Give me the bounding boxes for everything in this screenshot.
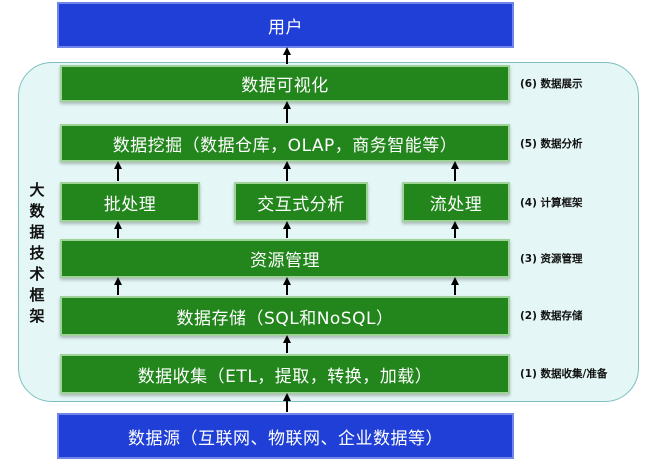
- layer-label-6: (6) 数据展示: [520, 78, 583, 90]
- users-box: 用户: [57, 2, 514, 48]
- data-source-box: 数据源（互联网、物联网、企业数据等）: [57, 413, 514, 459]
- layer-label-1: (1) 数据收集/准备: [520, 368, 608, 380]
- stream-processing-box: 流处理: [402, 182, 510, 222]
- visualization-box: 数据可视化: [60, 65, 510, 102]
- framework-side-label: 大数据技术框架: [29, 181, 45, 325]
- batch-processing-box: 批处理: [60, 182, 200, 222]
- layer-label-2: (2) 数据存储: [520, 310, 583, 322]
- data-collection-box: 数据收集（ETL，提取，转换，加载）: [60, 354, 510, 394]
- framework-container: [18, 62, 639, 402]
- resource-management-box: 资源管理: [60, 239, 510, 278]
- layer-label-3: (3) 资源管理: [520, 253, 583, 265]
- interactive-analysis-box: 交互式分析: [234, 182, 368, 222]
- layer-label-4: (4) 计算框架: [520, 197, 583, 209]
- data-storage-box: 数据存储（SQL和NoSQL）: [60, 296, 510, 336]
- data-mining-box: 数据挖掘（数据仓库，OLAP，商务智能等）: [60, 124, 510, 162]
- layer-label-5: (5) 数据分析: [520, 138, 583, 150]
